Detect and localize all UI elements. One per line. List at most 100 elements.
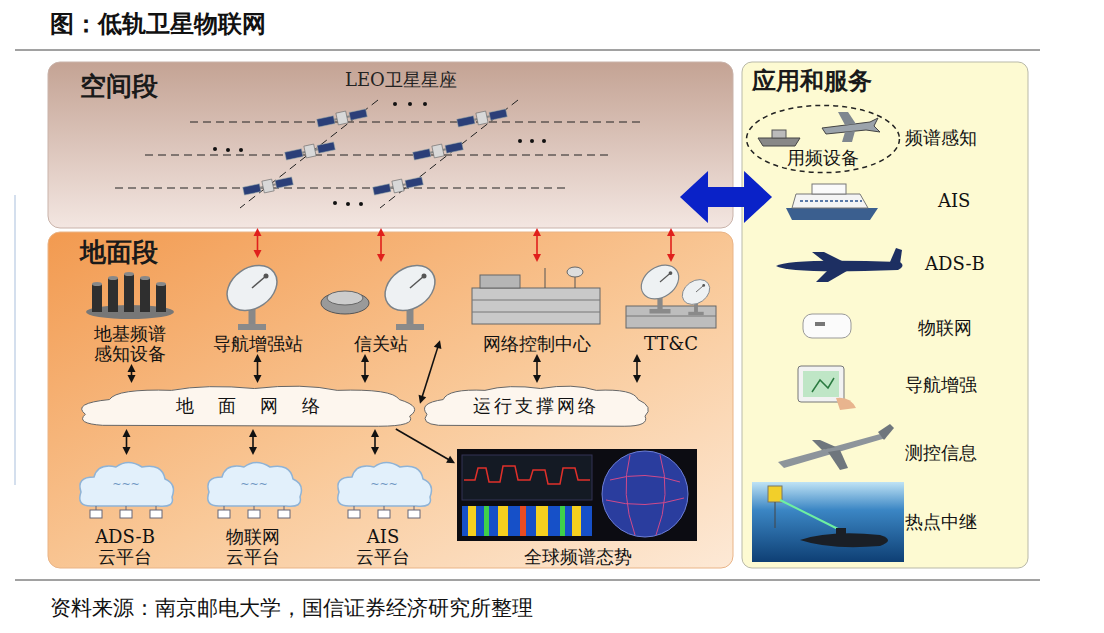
node-label: 地基频谱感知设备 xyxy=(92,324,168,364)
block-arrow-shape xyxy=(680,171,772,223)
service-label: AIS xyxy=(938,190,970,211)
connector-line xyxy=(364,361,366,376)
connector-line xyxy=(257,361,259,376)
connector-arrow xyxy=(533,354,541,383)
spectrum-device-ellipse: 用频设备 xyxy=(745,104,901,174)
node-label: 空间段 xyxy=(80,72,158,101)
navigation-station: 导航增强站 xyxy=(200,258,315,354)
service-label: 频谱感知 xyxy=(905,126,977,150)
connector-arrow xyxy=(123,429,131,455)
node-label: 应用和服务 xyxy=(752,68,872,95)
space-segment-band: 空间段 LEO卫星星座 xyxy=(48,62,733,228)
ellipse-shape xyxy=(747,105,900,172)
connector-line xyxy=(422,347,438,397)
cloud-platform: AIS 云平台 xyxy=(330,455,436,567)
node-label: 地面网络 xyxy=(176,396,344,416)
arrowhead xyxy=(254,354,262,362)
gateway-station: 信关站 xyxy=(322,262,440,354)
arrowhead xyxy=(123,447,131,455)
connector-line xyxy=(126,436,128,448)
node-label: 地面段 xyxy=(80,238,158,267)
service-label: 物联网 xyxy=(918,316,972,340)
arrowhead xyxy=(533,354,541,362)
service-label: 测控信息 xyxy=(905,441,977,465)
node-label: AIS 云平台 xyxy=(341,527,425,567)
cloud-shape xyxy=(82,386,415,426)
arrowhead xyxy=(633,375,641,383)
arrowhead xyxy=(667,254,675,262)
arrowhead xyxy=(254,375,262,383)
arrowhead xyxy=(633,354,641,362)
source-caption: 资料来源：南京邮电大学，国信证券经济研究所整理 xyxy=(50,594,533,622)
service-label: ADS-B xyxy=(925,253,985,274)
connector-line xyxy=(536,361,538,376)
arrowhead xyxy=(533,254,541,262)
connector-line xyxy=(374,436,376,448)
arrowhead xyxy=(249,447,257,455)
arrowhead xyxy=(249,429,257,437)
arrowhead xyxy=(533,375,541,383)
connector-line xyxy=(636,361,638,376)
ground-segment-band: 地面段地基频谱感知设备 导航增强站 信关站 网络控制中心 TT&C 地面网络 运行支撑网络 A… xyxy=(48,232,733,568)
ground-spectrum-device: 地基频谱感知设备 xyxy=(72,262,188,364)
node-label: 导航增强站 xyxy=(213,334,303,354)
node-label: 运行支撑网络 xyxy=(473,396,599,416)
spectrum-situation: 全球频谱态势 xyxy=(455,445,701,567)
node-label: ADS-B 云平台 xyxy=(83,527,167,567)
connector-arrow xyxy=(419,340,442,404)
cloud-shape xyxy=(424,386,648,426)
arrowhead xyxy=(371,447,379,455)
connector-arrow xyxy=(249,429,257,455)
arrowhead xyxy=(123,429,131,437)
node-label: 全球频谱态势 xyxy=(524,547,632,567)
arrowhead xyxy=(128,364,136,372)
arrowhead xyxy=(361,375,369,383)
node-label: TT&C xyxy=(644,334,698,354)
arrowhead xyxy=(419,395,427,404)
node-label: 信关站 xyxy=(354,334,408,354)
connector-line xyxy=(396,429,449,460)
node-label: 网络控制中心 xyxy=(483,334,591,354)
arrowhead xyxy=(254,250,262,258)
connector-arrow xyxy=(361,354,369,383)
service-label: 导航增强 xyxy=(905,373,977,397)
connector-arrow xyxy=(533,228,541,262)
connector-arrow xyxy=(667,228,675,262)
chart-title: 图：低轨卫星物联网 xyxy=(50,8,266,40)
connector-line xyxy=(380,235,382,255)
arrowhead xyxy=(446,456,455,463)
arrowhead xyxy=(361,354,369,362)
arrowhead xyxy=(128,375,136,383)
network-control-center: 网络控制中心 xyxy=(458,262,616,354)
connector-arrow xyxy=(633,354,641,383)
connector-line xyxy=(670,235,672,255)
connector-line xyxy=(257,235,259,251)
arrowhead xyxy=(667,228,675,236)
ground-network-cloud: 地面网络 xyxy=(75,383,420,429)
connector-arrow xyxy=(396,429,455,463)
arrowhead xyxy=(377,228,385,236)
node-sublabel: LEO卫星星座 xyxy=(345,70,457,90)
arrowhead xyxy=(371,429,379,437)
node-label: 用频设备 xyxy=(787,148,859,168)
node-label: 物联网 云平台 xyxy=(211,527,295,567)
support-network-cloud: 运行支撑网络 xyxy=(420,383,652,429)
arrowhead xyxy=(533,228,541,236)
cloud-platform: 物联网 云平台 xyxy=(200,455,306,567)
arrowhead xyxy=(377,254,385,262)
application-panel: 应用和服务用频设备 xyxy=(742,62,1028,568)
connector-arrow xyxy=(254,354,262,383)
cloud-platform: ADS-B 云平台 xyxy=(72,455,178,567)
connector-arrow xyxy=(371,429,379,455)
connector-line xyxy=(252,436,254,448)
ttc-station: TT&C xyxy=(622,262,720,354)
connector-arrow xyxy=(128,364,136,383)
connector-line xyxy=(536,235,538,255)
block-arrow xyxy=(680,171,772,223)
arrowhead xyxy=(254,228,262,236)
connector-arrow xyxy=(254,228,262,258)
connector-arrow xyxy=(377,228,385,262)
